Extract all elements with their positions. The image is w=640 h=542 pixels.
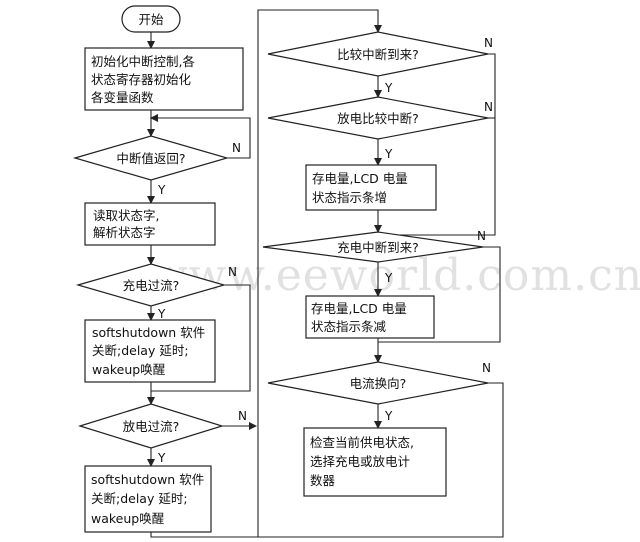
check-supply-box: 检查当前供电状态, 选择充电或放电计 数器 xyxy=(303,427,447,497)
charge-interrupt-no: N xyxy=(477,229,486,243)
shutdown-1-line-2: 关断;delay 延时; xyxy=(92,343,189,358)
init-line-3: 各变量函数 xyxy=(91,90,154,105)
edge-compare-no xyxy=(378,53,496,236)
current-reverse-yes: Y xyxy=(384,409,393,423)
shutdown-1-line-3: wakeup唤醒 xyxy=(92,362,166,377)
current-reverse-no: N xyxy=(482,361,491,375)
interrupt-return-label: 中断值返回? xyxy=(116,151,185,166)
check-supply-line-2: 选择充电或放电计 xyxy=(310,454,410,469)
init-line-2: 状态寄存器初始化 xyxy=(91,72,192,87)
compare-interrupt-no: N xyxy=(484,36,493,50)
store-decrease-box: 存电量,LCD 电量 状态指示条减 xyxy=(305,295,435,339)
interrupt-return-decision: 中断值返回? xyxy=(72,135,230,181)
discharge-overcurrent-yes: Y xyxy=(157,451,166,465)
shutdown-2-line-2: 关断;delay 延时; xyxy=(91,491,188,506)
edge-charge-no xyxy=(151,284,251,392)
check-supply-line-3: 数器 xyxy=(310,473,336,488)
store-increase-box: 存电量,LCD 电量 状态指示条增 xyxy=(305,164,437,211)
discharge-compare-no: N xyxy=(484,100,493,114)
interrupt-return-yes: Y xyxy=(157,183,166,197)
discharge-overcurrent-decision: 放电过流? xyxy=(77,403,225,449)
shutdown-2-line-3: wakeup唤醒 xyxy=(91,511,165,526)
current-reverse-decision: 电流换向? xyxy=(267,361,489,405)
discharge-compare-label: 放电比较中断? xyxy=(337,111,419,126)
compare-interrupt-decision: 比较中断到来? xyxy=(267,31,489,77)
charge-interrupt-yes: Y xyxy=(384,271,393,285)
discharge-overcurrent-label: 放电过流? xyxy=(123,419,180,434)
start-node: 开始 xyxy=(121,5,181,33)
init-line-1: 初始化中断控制,各 xyxy=(91,54,195,69)
charge-overcurrent-label: 充电过流? xyxy=(123,278,180,293)
shutdown-box-1: softshutdown 软件 关断;delay 延时; wakeup唤醒 xyxy=(84,319,216,383)
check-supply-line-1: 检查当前供电状态, xyxy=(310,435,414,450)
edge-to-right-column xyxy=(150,9,382,538)
read-status-box: 读取状态字, 解析状态字 xyxy=(84,202,216,246)
store-increase-line-1: 存电量,LCD 电量 xyxy=(312,171,408,186)
edge-current-no xyxy=(258,382,504,538)
store-decrease-line-2: 状态指示条减 xyxy=(311,319,387,334)
interrupt-return-no: N xyxy=(232,141,241,155)
discharge-compare-yes: Y xyxy=(384,147,393,161)
discharge-overcurrent-no: N xyxy=(238,409,247,423)
shutdown-2-line-1: softshutdown 软件 xyxy=(91,472,204,487)
charge-interrupt-label: 充电中断到来? xyxy=(337,240,419,255)
shutdown-1-line-1: softshutdown 软件 xyxy=(92,325,205,340)
charge-overcurrent-yes: Y xyxy=(157,307,166,321)
discharge-compare-decision: 放电比较中断? xyxy=(267,96,489,140)
shutdown-box-2: softshutdown 软件 关断;delay 延时; wakeup唤醒 xyxy=(84,465,212,533)
compare-interrupt-label: 比较中断到来? xyxy=(337,47,419,62)
edge-interrupt-no-loop xyxy=(150,114,251,159)
store-increase-line-2: 状态指示条增 xyxy=(312,190,387,205)
compare-interrupt-yes: Y xyxy=(384,81,393,95)
read-status-line-2: 解析状态字 xyxy=(93,225,156,240)
store-decrease-line-1: 存电量,LCD 电量 xyxy=(311,301,407,316)
edge-charge-interrupt-no xyxy=(378,246,501,343)
init-box: 初始化中断控制,各 状态寄存器初始化 各变量函数 xyxy=(84,47,244,111)
read-status-line-1: 读取状态字, xyxy=(93,208,159,223)
start-label: 开始 xyxy=(138,12,164,27)
charge-overcurrent-no: N xyxy=(228,265,237,279)
current-reverse-label: 电流换向? xyxy=(350,376,407,391)
